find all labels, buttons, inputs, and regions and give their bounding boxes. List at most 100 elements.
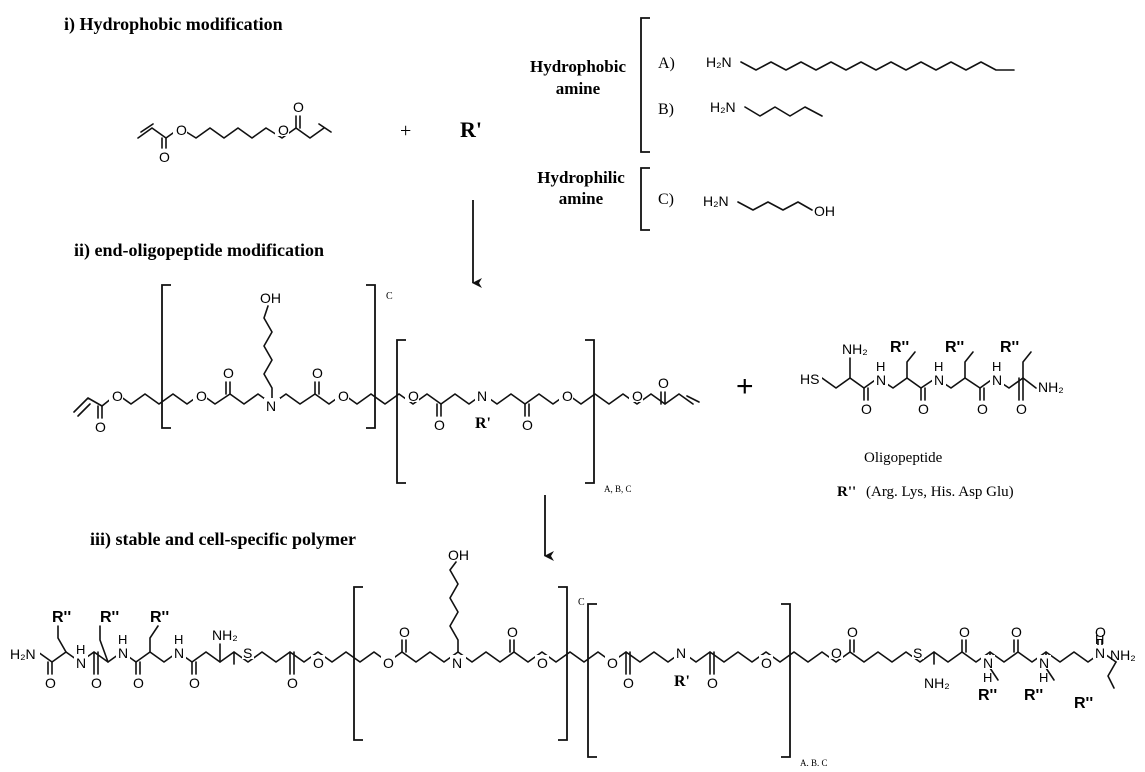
- diacrylate-o1: O: [176, 122, 187, 138]
- oligo-r-3: R'': [1000, 339, 1019, 356]
- final-o-c1: O: [45, 675, 56, 691]
- amine-c-h2n: H₂N: [703, 193, 729, 209]
- oligo-hs: HS: [800, 371, 819, 387]
- final-o-c4: O: [189, 675, 200, 691]
- final-subscript-abc: A. B. C: [800, 758, 828, 768]
- amine-b-structure: H₂N: [710, 99, 823, 117]
- final-o-c8: O: [623, 675, 634, 691]
- plus-sign-2: +: [736, 370, 754, 403]
- final-o-ester-4: O: [607, 655, 618, 671]
- step2-n-rprime: N: [477, 388, 487, 404]
- oligo-h-2: H: [934, 359, 943, 374]
- step2-oh: OH: [260, 290, 281, 306]
- amine-c-oh: OH: [814, 203, 835, 219]
- oligopeptide-name: Oligopeptide: [864, 450, 943, 466]
- final-o-ester-6: O: [831, 645, 842, 661]
- step2-rprime: R': [475, 415, 491, 432]
- amine-a-h2n: H₂N: [706, 54, 732, 70]
- final-n-5: N: [1039, 655, 1049, 671]
- final-h-3: H: [174, 632, 183, 647]
- final-h-1: H: [76, 642, 85, 657]
- final-o-ester-1: O: [313, 655, 324, 671]
- r-prime-reagent: R': [460, 117, 482, 142]
- intermediate-polymer-structure: OH O O N O O N R' O O O O O O O O C A, B…: [73, 284, 700, 494]
- final-o-c9: O: [707, 675, 718, 691]
- oligo-o-2: O: [918, 401, 929, 417]
- final-h-5: H: [1039, 670, 1048, 685]
- hydrophilic-bracket: [640, 167, 650, 231]
- final-o-c5: O: [287, 675, 298, 691]
- hydrophobic-bracket: [640, 17, 650, 153]
- final-o-c12: O: [1011, 624, 1022, 640]
- step2-o-ester-5: O: [562, 388, 573, 404]
- final-n-1: N: [76, 655, 86, 671]
- amine-a-label: A): [658, 55, 675, 72]
- final-n-4: N: [983, 655, 993, 671]
- step2-o-carbonyl-4: O: [434, 417, 445, 433]
- final-s-right: S: [913, 645, 922, 661]
- hydrophilic-label-2: amine: [559, 189, 604, 208]
- final-n-2: N: [118, 645, 128, 661]
- final-nh2-lower: NH₂: [924, 675, 950, 691]
- oligo-r-2: R'': [945, 339, 964, 356]
- diacrylate-o3: O: [159, 149, 170, 165]
- final-o-c6: O: [399, 624, 410, 640]
- hydrophobic-label-1: Hydrophobic: [530, 57, 627, 76]
- final-r-6: R'': [1074, 695, 1093, 712]
- final-nh2-upper: NH₂: [212, 627, 238, 643]
- final-n-6: N: [1095, 645, 1105, 661]
- final-h-4: H: [983, 670, 992, 685]
- step2-o-ester-4: O: [408, 388, 419, 404]
- final-rprime: R': [674, 673, 690, 690]
- amine-c-structure: H₂N OH: [703, 193, 835, 219]
- final-subscript-c: C: [578, 597, 585, 608]
- step2-o-carbonyl-6: O: [658, 375, 669, 391]
- oligopeptide-r-desc: (Arg. Lys, His. Asp Glu): [866, 484, 1014, 500]
- oligo-nh2-top: NH₂: [842, 341, 868, 357]
- final-n-main: N: [452, 655, 462, 671]
- final-h2n-left: H₂N: [10, 646, 36, 662]
- oligo-o-1: O: [861, 401, 872, 417]
- final-oh: OH: [448, 547, 469, 563]
- final-o-c7: O: [507, 624, 518, 640]
- amine-c-label: C): [658, 191, 674, 208]
- oligo-n-2: N: [934, 372, 944, 388]
- final-r-2: R'': [100, 609, 119, 626]
- step2-o-ester-3: O: [338, 388, 349, 404]
- step1-title: i) Hydrophobic modification: [64, 14, 283, 35]
- oligopeptide-structure: NH₂ HS N H N H N H NH₂ O O O O R'' R'' R…: [798, 339, 1064, 417]
- oligo-n-3: N: [992, 372, 1002, 388]
- diacrylate-o2: O: [278, 122, 289, 138]
- step2-o-carbonyl-1: O: [95, 419, 106, 435]
- final-r-5: R'': [1024, 687, 1043, 704]
- final-r-3: R'': [150, 609, 169, 626]
- step3-title: iii) stable and cell-specific polymer: [90, 529, 356, 550]
- oligo-r-1: R'': [890, 339, 909, 356]
- oligo-o-4: O: [1016, 401, 1027, 417]
- amine-b-h2n: H₂N: [710, 99, 736, 115]
- final-nh2-right: NH₂: [1110, 647, 1136, 663]
- final-s-left: S: [243, 645, 252, 661]
- step2-subscript-abc: A, B, C: [604, 484, 632, 494]
- step2-n-main: N: [266, 398, 276, 414]
- hydrophobic-label-2: amine: [556, 79, 601, 98]
- final-o-ester-3: O: [537, 655, 548, 671]
- diacrylate-o4: O: [293, 99, 304, 115]
- final-n-3: N: [174, 645, 184, 661]
- oligo-nh2-end: NH₂: [1038, 379, 1064, 395]
- final-o-c11: O: [959, 624, 970, 640]
- final-o-c2: O: [91, 675, 102, 691]
- step2-subscript-c: C: [386, 291, 393, 302]
- final-r-1: R'': [52, 609, 71, 626]
- step2-o-ester-2: O: [196, 388, 207, 404]
- oligo-h-1: H: [876, 359, 885, 374]
- final-h-6: H: [1095, 632, 1104, 647]
- step2-o-ester-1: O: [112, 388, 123, 404]
- step2-o-carbonyl-3: O: [312, 365, 323, 381]
- amine-b-label: B): [658, 101, 674, 118]
- final-n-rprime: N: [676, 645, 686, 661]
- final-o-ester-5: O: [761, 655, 772, 671]
- final-h-2: H: [118, 632, 127, 647]
- step2-title: ii) end-oligopeptide modification: [74, 240, 324, 261]
